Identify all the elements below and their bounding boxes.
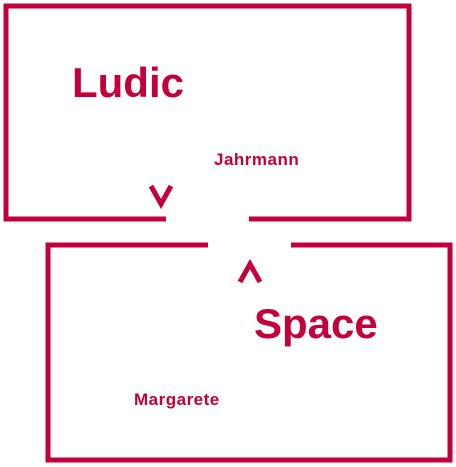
name-margarete: Margarete [134,390,220,409]
name-jahrmann: Jahrmann [214,150,300,169]
title-space: Space [254,300,378,347]
bottom-frame [45,242,453,463]
chevron-up-icon [237,258,263,284]
top-frame [3,3,412,222]
title-ludic: Ludic [72,59,184,106]
chevron-down-icon [148,184,174,210]
